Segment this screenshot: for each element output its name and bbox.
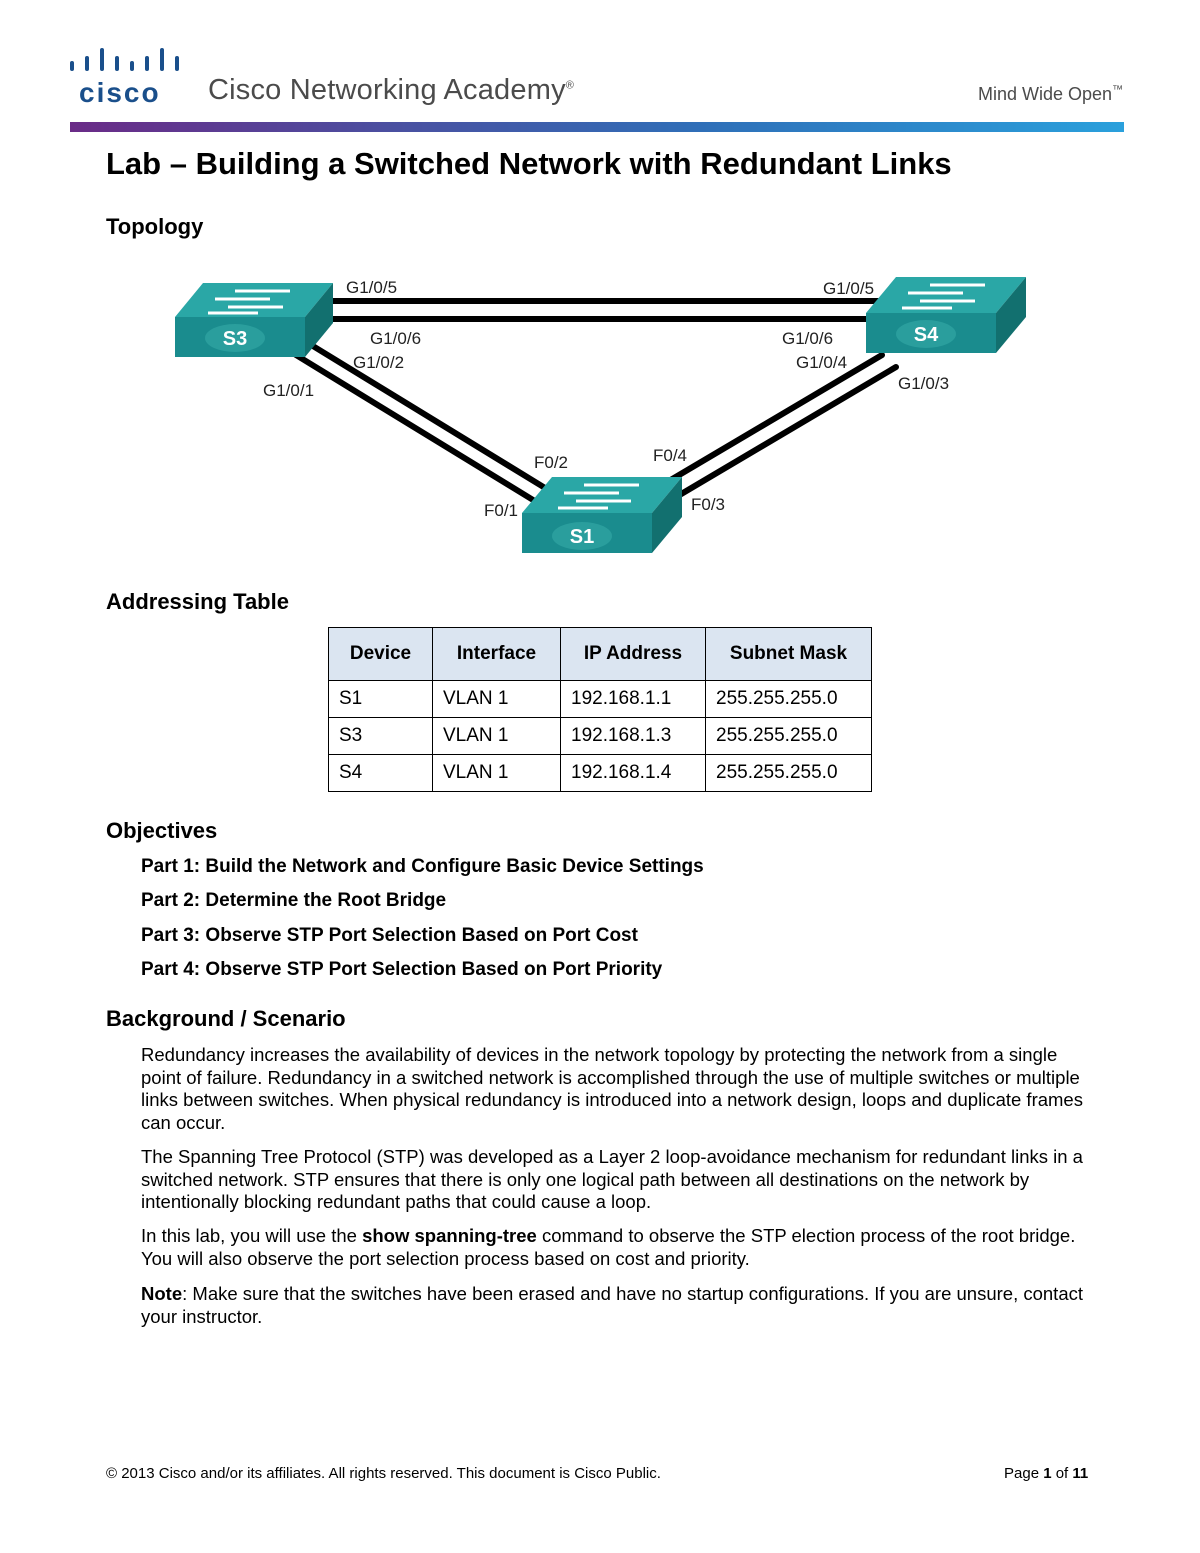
addressing-heading: Addressing Table: [106, 589, 289, 614]
column-header: Device: [328, 627, 433, 681]
table-cell: VLAN 1: [432, 680, 561, 718]
switch-s1[interactable]: S1: [522, 477, 682, 553]
port-label: G1/0/4: [796, 353, 847, 372]
column-header: IP Address: [560, 627, 706, 681]
addressing-table: Device Interface IP Address Subnet Mask …: [328, 627, 872, 792]
table-cell: 255.255.255.0: [705, 680, 872, 718]
switch-label-s1: S1: [570, 526, 594, 548]
topology-diagram: S3 S4 S1 G1/0/5 G1/0/6 G1/0/2 G1/0/1 G1/…: [175, 277, 1026, 553]
cisco-wordmark: cisco: [79, 77, 161, 106]
objective-item: Part 1: Build the Network and Configure …: [141, 856, 704, 877]
port-label: G1/0/6: [370, 329, 421, 348]
header-color-bar: [70, 122, 1124, 132]
cisco-logo: cisco: [70, 48, 179, 106]
port-label: G1/0/3: [898, 374, 949, 393]
switch-label-s4: S4: [914, 324, 939, 346]
copyright-footer: © 2013 Cisco and/or its affiliates. All …: [106, 1465, 661, 1482]
command-text: show spanning-tree: [362, 1225, 537, 1246]
port-label: G1/0/5: [823, 279, 874, 298]
table-cell: 192.168.1.3: [560, 717, 706, 755]
port-label: G1/0/5: [346, 278, 397, 297]
port-label: G1/0/1: [263, 381, 314, 400]
table-cell: 255.255.255.0: [705, 754, 872, 792]
objective-item: Part 2: Determine the Root Bridge: [141, 890, 447, 911]
cisco-bridge-icon: [70, 48, 179, 71]
column-header: Interface: [432, 627, 561, 681]
objectives-heading: Objectives: [106, 818, 218, 843]
table-cell: S3: [328, 717, 433, 755]
tagline: Mind Wide Open™: [978, 84, 1124, 104]
table-cell: 255.255.255.0: [705, 717, 872, 755]
objective-item: Part 3: Observe STP Port Selection Based…: [141, 925, 638, 946]
switch-s4[interactable]: S4: [866, 277, 1026, 353]
cable-s4-s1-g104: [649, 352, 885, 494]
cable-s3-s1-g101: [293, 352, 541, 506]
cable-s4-s1-g103: [663, 364, 899, 506]
switch-arrows-icon: [902, 283, 985, 310]
port-label: G1/0/2: [353, 353, 404, 372]
switch-arrows-icon: [558, 483, 639, 510]
table-cell: 192.168.1.4: [560, 754, 706, 792]
note-label: Note: [141, 1283, 183, 1304]
academy-name: Cisco Networking Academy®: [208, 74, 575, 106]
cables: [293, 298, 899, 506]
table-row: S3 VLAN 1 192.168.1.3 255.255.255.0: [328, 717, 872, 755]
port-label: G1/0/6: [782, 329, 833, 348]
objective-item: Part 4: Observe STP Port Selection Based…: [141, 959, 663, 980]
switch-arrows-icon: [208, 289, 290, 315]
table-cell: VLAN 1: [432, 754, 561, 792]
background-heading: Background / Scenario: [106, 1006, 346, 1031]
page-number: Page 1 of 11: [1004, 1465, 1089, 1482]
table-cell: S4: [328, 754, 433, 792]
note-paragraph: Note: Make sure that the switches have b…: [141, 1283, 1083, 1327]
port-label: F0/4: [653, 446, 687, 465]
port-label: F0/2: [534, 453, 568, 472]
background-paragraph: Redundancy increases the availability of…: [141, 1044, 1083, 1133]
switch-s3[interactable]: S3: [175, 283, 333, 357]
table-header-row: Device Interface IP Address Subnet Mask: [328, 627, 872, 681]
table-cell: 192.168.1.1: [560, 680, 706, 718]
port-label: F0/1: [484, 501, 518, 520]
table-row: S4 VLAN 1 192.168.1.4 255.255.255.0: [328, 754, 872, 792]
stp-paragraph: The Spanning Tree Protocol (STP) was dev…: [141, 1146, 1083, 1212]
cable-s3-s1-g102: [305, 340, 553, 494]
port-label: F0/3: [691, 495, 725, 514]
document-title: Lab – Building a Switched Network with R…: [106, 146, 952, 181]
topology-heading: Topology: [106, 214, 204, 239]
table-cell: S1: [328, 680, 433, 718]
table-row: S1 VLAN 1 192.168.1.1 255.255.255.0: [328, 680, 872, 718]
switch-label-s3: S3: [223, 328, 247, 350]
lab-paragraph: In this lab, you will use the show spann…: [141, 1225, 1076, 1269]
table-cell: VLAN 1: [432, 717, 561, 755]
column-header: Subnet Mask: [705, 627, 872, 681]
